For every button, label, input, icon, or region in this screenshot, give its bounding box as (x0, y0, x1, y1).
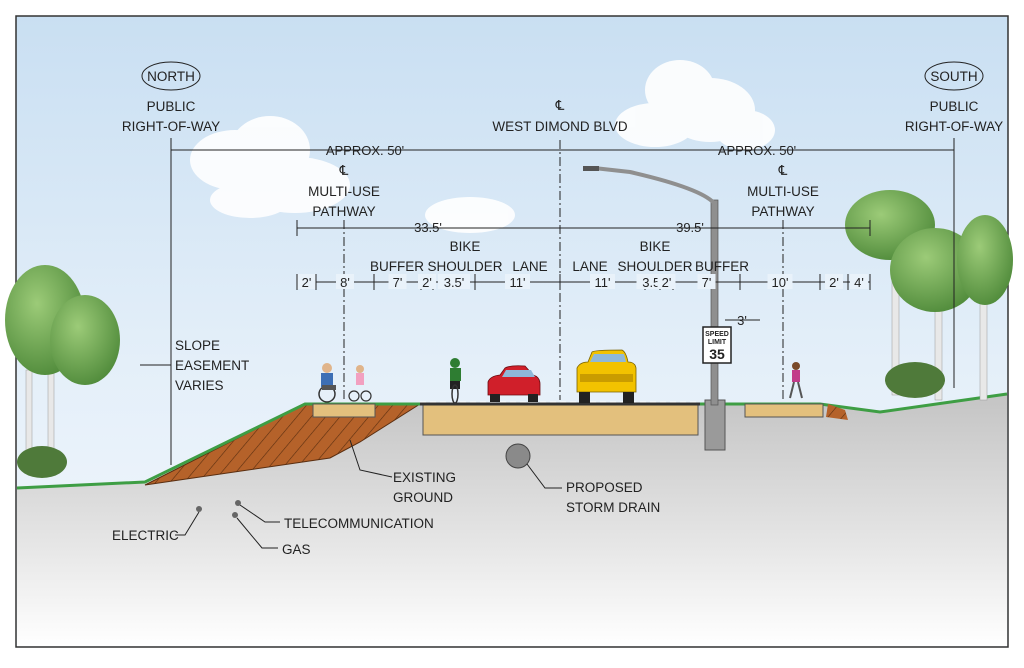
sign-speed: SPEED (705, 331, 729, 338)
north-row-line2: RIGHT-OF-WAY (122, 119, 220, 134)
segment-label-6: 11' (595, 275, 611, 290)
segment-label-bg-5 (505, 274, 530, 289)
electric-leader (175, 511, 200, 536)
bike-label-s: BIKE (640, 239, 671, 254)
runner (789, 362, 803, 399)
segment-label-0: 2' (302, 275, 312, 290)
speed-limit-sign: SPEED LIMIT 35 (702, 326, 732, 364)
slope-line3: VARIES (175, 378, 224, 393)
red-car (487, 365, 541, 402)
south-pathway-line1: MULTI-USE (747, 184, 819, 199)
segment-label-10: 10' (772, 275, 789, 290)
gas-line (232, 512, 238, 518)
segment-label-5: 11' (510, 275, 526, 290)
slope-line2: EASEMENT (175, 358, 249, 373)
telecommunication-label: TELECOMMUNICATION (284, 516, 434, 531)
street-light (583, 166, 726, 451)
existing-ground-line1: EXISTING (393, 470, 456, 485)
segment-label-bg-9 (697, 274, 716, 289)
slope-line1: SLOPE (175, 338, 220, 353)
segment-label-bg-2 (388, 274, 407, 289)
road-centerline-symbol: ℄ (555, 98, 565, 113)
south-row-line2: RIGHT-OF-WAY (905, 119, 1003, 134)
south-pathway-symbol: ℄ (778, 163, 788, 178)
telecommunication-line (235, 500, 241, 506)
cyclist (450, 358, 461, 404)
south-span-label: 39.5' (676, 220, 704, 235)
pole-offset-label: 3' (737, 313, 747, 328)
clouds (190, 60, 775, 233)
sign-number: 35 (709, 346, 725, 362)
approx-south-label: APPROX. 50' (718, 143, 796, 158)
trees-left (5, 265, 120, 478)
segment-label-9: 7' (702, 275, 712, 290)
storm-drain-leader (526, 463, 562, 489)
electric-line (196, 506, 202, 512)
existing-ground-line2: GROUND (393, 490, 453, 505)
lane-label-s: LANE (572, 259, 607, 274)
south-embankment (826, 404, 848, 420)
segment-label-bg-0 (297, 274, 316, 289)
segment-label-bg-6 (590, 274, 615, 289)
north-span-label: 33.5' (414, 220, 442, 235)
segment-label-bg-11 (825, 274, 843, 289)
segment-label-3: 2' (422, 275, 432, 290)
child-cyclist (348, 365, 372, 402)
existing-ground-leader (349, 439, 393, 478)
north-row-line1: PUBLIC (147, 99, 196, 114)
shoulder-label-n: SHOULDER (427, 259, 502, 274)
segment-label-12: 4' (854, 275, 864, 290)
shoulder-label-s: SHOULDER (617, 259, 692, 274)
segment-label-2: 7' (393, 275, 403, 290)
north-pathway-line2: PATHWAY (312, 204, 375, 219)
buffer-label-s: BUFFER (695, 259, 749, 274)
electric-label: ELECTRIC (112, 528, 179, 543)
segment-label-bg-4 (438, 274, 470, 289)
storm-drain-line2: STORM DRAIN (566, 500, 660, 515)
segment-label-bg-12 (850, 274, 868, 289)
north-pathway-line1: MULTI-USE (308, 184, 380, 199)
telecom-leader (239, 504, 280, 523)
buffer-label-n: BUFFER (370, 259, 424, 274)
south-oval (924, 61, 984, 91)
segment-labels: 2'8'7'2'3.5'11'11'3.5'2'7'10'2'4' (297, 274, 868, 290)
bike-label-n: BIKE (450, 239, 481, 254)
sign-limit: LIMIT (708, 339, 727, 346)
north-oval (141, 61, 201, 91)
gas-label: GAS (282, 542, 311, 557)
storm-drain (505, 443, 531, 469)
segment-label-1: 8' (340, 275, 350, 290)
lane-label-n: LANE (512, 259, 547, 274)
south-pathway-base (744, 403, 824, 418)
north-label: NORTH (147, 69, 195, 84)
storm-drain-line1: PROPOSED (566, 480, 643, 495)
segment-label-bg-8 (657, 274, 676, 289)
north-pathway-base (312, 403, 376, 418)
segment-label-8: 2' (662, 275, 672, 290)
segment-label-4: 3.5' (444, 275, 465, 290)
segment-label-bg-3 (418, 274, 436, 289)
approx-north-label: APPROX. 50' (326, 143, 404, 158)
south-pathway-line2: PATHWAY (751, 204, 814, 219)
yellow-truck (576, 349, 637, 403)
road-name: WEST DIMOND BLVD (492, 119, 628, 134)
south-label: SOUTH (930, 69, 977, 84)
segment-label-bg-10 (767, 274, 793, 289)
wheelchair-user (318, 363, 336, 403)
gas-leader (236, 517, 278, 549)
road-base (422, 404, 699, 436)
segment-label-11: 2' (829, 275, 839, 290)
trees-right (845, 190, 1013, 401)
north-pathway-symbol: ℄ (339, 163, 349, 178)
segment-label-bg-1 (336, 274, 354, 289)
south-row-line1: PUBLIC (930, 99, 979, 114)
